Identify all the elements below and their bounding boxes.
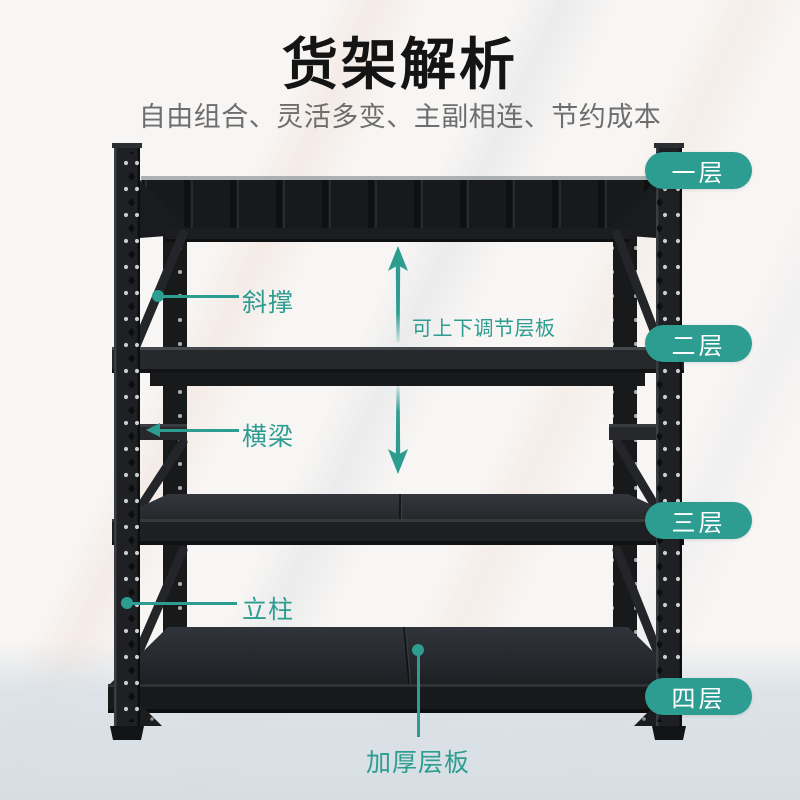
page-subtitle: 自由组合、灵活多变、主副相连、节约成本 [138, 102, 662, 132]
pointer-line [127, 601, 237, 605]
shelf-feet [110, 704, 686, 740]
adjust-up-arrow-icon [388, 246, 408, 342]
layer-badge-1: 一层 [645, 152, 752, 189]
front-columns [112, 143, 684, 728]
layer-badge-label: 二层 [671, 333, 726, 360]
part-label: 立柱 [242, 596, 295, 624]
pointer-line [158, 294, 239, 298]
tier1-top-shelf [140, 176, 656, 242]
adjust-down-arrow-icon [388, 386, 408, 474]
pointer-line [158, 428, 239, 432]
part-label: 斜撑 [242, 289, 295, 317]
layer-badge-label: 一层 [671, 160, 726, 187]
tier3-shelf [112, 494, 684, 545]
adjustable-note: 可上下调节层板 [412, 318, 556, 340]
layer-badge-4: 四层 [645, 678, 752, 715]
layer-badge-3: 三层 [645, 502, 752, 539]
layer-badge-label: 四层 [671, 686, 726, 713]
tier2-shelf [112, 347, 684, 386]
pointer-arrow-icon [146, 423, 160, 437]
layer-badge-label: 三层 [671, 510, 726, 537]
part-label: 横梁 [242, 423, 295, 451]
part-label: 加厚层板 [365, 749, 470, 777]
pointer-line [416, 650, 420, 737]
tier4-shelf [108, 626, 688, 713]
layer-badge-2: 二层 [645, 325, 752, 362]
page-title: 货架解析 [282, 33, 518, 96]
